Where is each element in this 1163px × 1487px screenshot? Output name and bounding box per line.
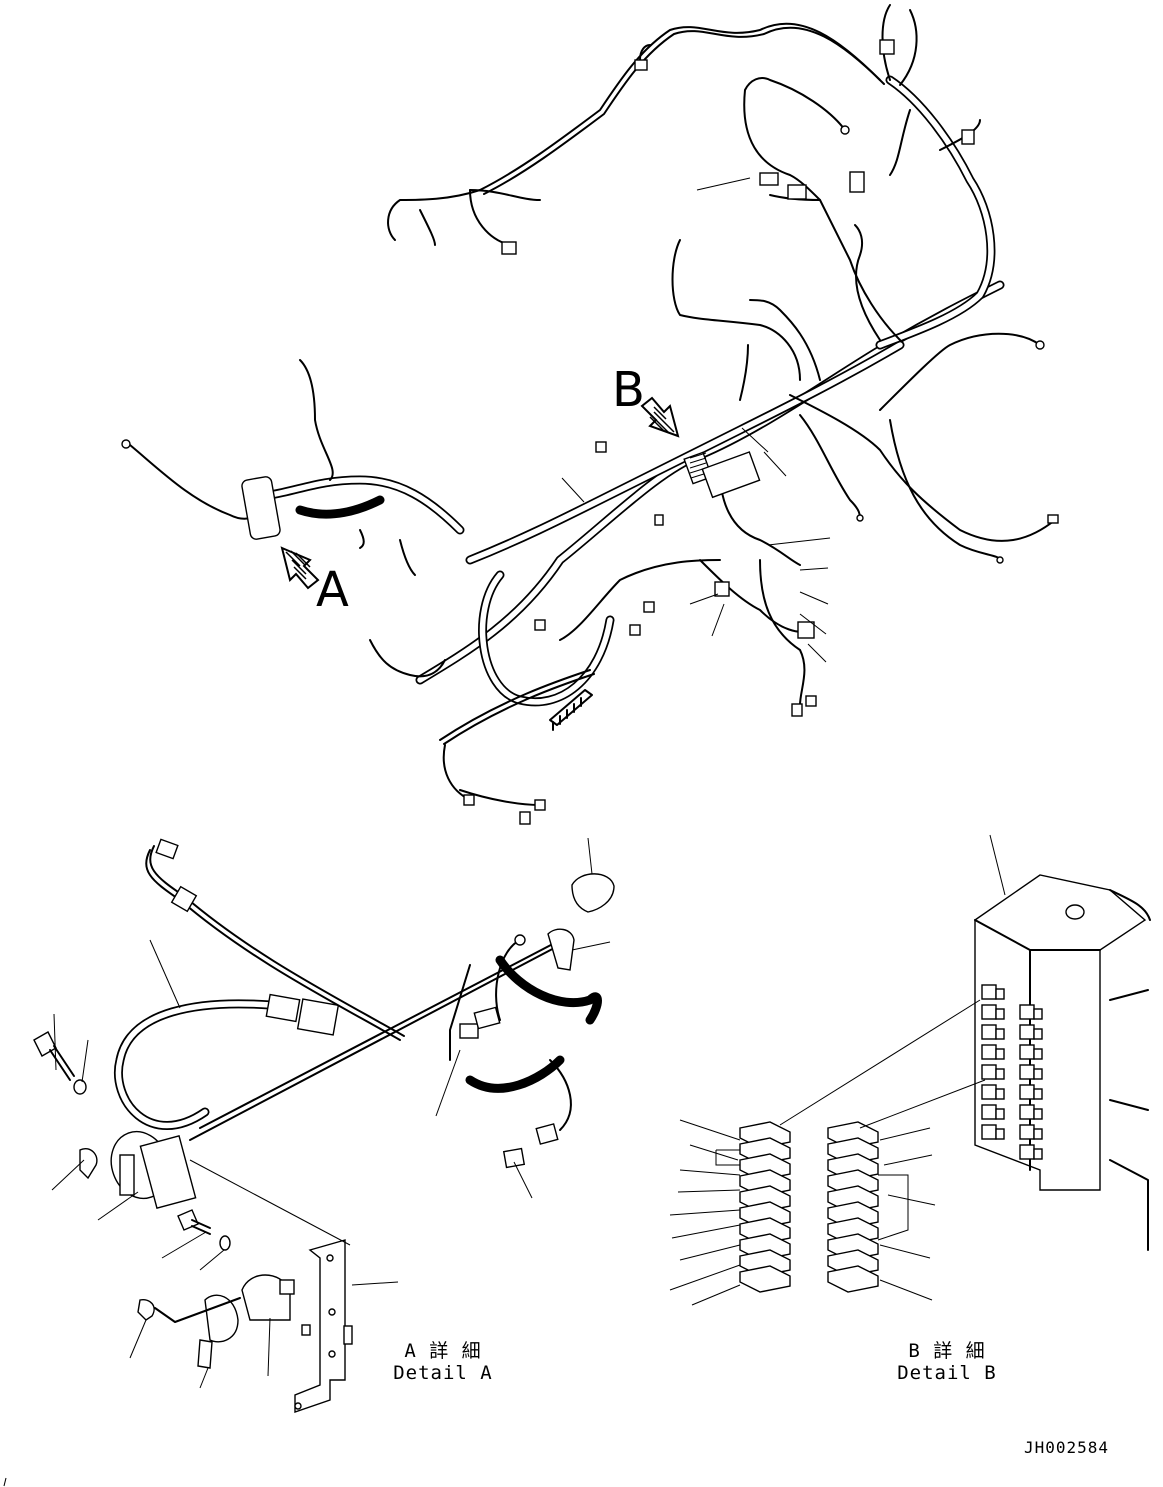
detail-b-leader-line <box>883 1154 933 1166</box>
fuse-slot <box>1019 1084 1035 1100</box>
fuse-blade <box>827 1265 879 1293</box>
detail-b-leader-line <box>879 1244 931 1259</box>
detail-b-leader-line <box>679 1119 741 1141</box>
fuse-blade <box>739 1265 791 1293</box>
comb-pins <box>552 697 582 731</box>
fuse-slot <box>1019 1104 1035 1120</box>
view-a-arrow <box>280 546 320 590</box>
fuse-slot-tab <box>1033 1048 1043 1060</box>
fuse-slot-tab <box>995 1048 1005 1060</box>
fuse-slot <box>1019 1024 1035 1040</box>
fuse-slot-tab <box>1033 1108 1043 1120</box>
detail-b-leader-line <box>671 1224 741 1239</box>
fuse-stack-right <box>827 1121 879 1293</box>
harness-clips <box>121 39 1059 825</box>
fuse-slots-right-column <box>1019 1004 1043 1160</box>
view-b-arrow <box>640 396 680 438</box>
fuse-slot-tab <box>995 1128 1005 1140</box>
fuse-slot-tab <box>995 1008 1005 1020</box>
detail-b-caption: B 詳 細 Detail B <box>892 1340 1002 1384</box>
fuse-slot <box>981 984 997 1000</box>
detail-b-leader-line <box>669 1264 741 1291</box>
detail-a-caption-en: Detail A <box>393 1362 493 1384</box>
detail-b-leader-line <box>677 1189 741 1193</box>
fuse-slot-tab <box>1033 1028 1043 1040</box>
fuse-slots-left-column <box>981 984 1005 1140</box>
fuse-slot-tab <box>995 1108 1005 1120</box>
fuse-slot-tab <box>1033 1068 1043 1080</box>
fuse-slot-tab <box>1033 1128 1043 1140</box>
main-leader-lines <box>561 177 831 663</box>
detail-b-bracket-line <box>877 1174 909 1241</box>
fuse-slot <box>1019 1064 1035 1080</box>
fuse-slot <box>1019 1004 1035 1020</box>
fuse-slot <box>981 1024 997 1040</box>
detail-a-caption-jp: A 詳 細 <box>404 1340 482 1362</box>
detail-a-drawing <box>33 837 615 1413</box>
fuse-slot <box>1019 1144 1035 1160</box>
detail-b-caption-en: Detail B <box>897 1362 997 1384</box>
drawing-code: JH002584 <box>1024 1438 1110 1457</box>
fuse-slot-tab <box>995 1088 1005 1100</box>
detail-b-leader-line <box>689 1144 739 1161</box>
fuse-slot-tab <box>1033 1088 1043 1100</box>
detail-b-leader-line <box>879 1127 931 1141</box>
fuse-slot <box>981 1084 997 1100</box>
fuse-slot-tab <box>995 1028 1005 1040</box>
detail-b-leader-line <box>669 1209 741 1216</box>
fuse-slot <box>1019 1044 1035 1060</box>
fuse-slot <box>981 1104 997 1120</box>
detail-b-caption-jp: B 詳 細 <box>908 1340 986 1362</box>
fuse-slot <box>1019 1124 1035 1140</box>
main-harness-assembly <box>129 4 1056 806</box>
detail-b-leader-line <box>679 1169 741 1176</box>
detail-b-leader-line <box>887 1194 936 1206</box>
fuse-slot <box>981 1124 997 1140</box>
detail-b-leader-line <box>879 1279 933 1301</box>
detail-b-leader-line <box>679 1244 741 1261</box>
view-label-b: B <box>612 362 645 418</box>
fuse-stack-left <box>739 1121 791 1293</box>
fuse-slot <box>981 1004 997 1020</box>
fuse-slot-tab <box>1033 1008 1043 1020</box>
detail-b-bracket-line <box>715 1149 740 1166</box>
detail-b-drawing <box>669 834 1151 1306</box>
fuse-slot-tab <box>1033 1148 1043 1160</box>
fuse-slot-tab <box>995 988 1005 1000</box>
view-label-a: A <box>316 562 349 618</box>
fuse-slot <box>981 1044 997 1060</box>
detail-b-leader-line <box>691 1284 741 1306</box>
fuse-slot-tab <box>995 1068 1005 1080</box>
fuse-slot <box>981 1064 997 1080</box>
detail-a-caption: A 詳 細 Detail A <box>388 1340 498 1384</box>
